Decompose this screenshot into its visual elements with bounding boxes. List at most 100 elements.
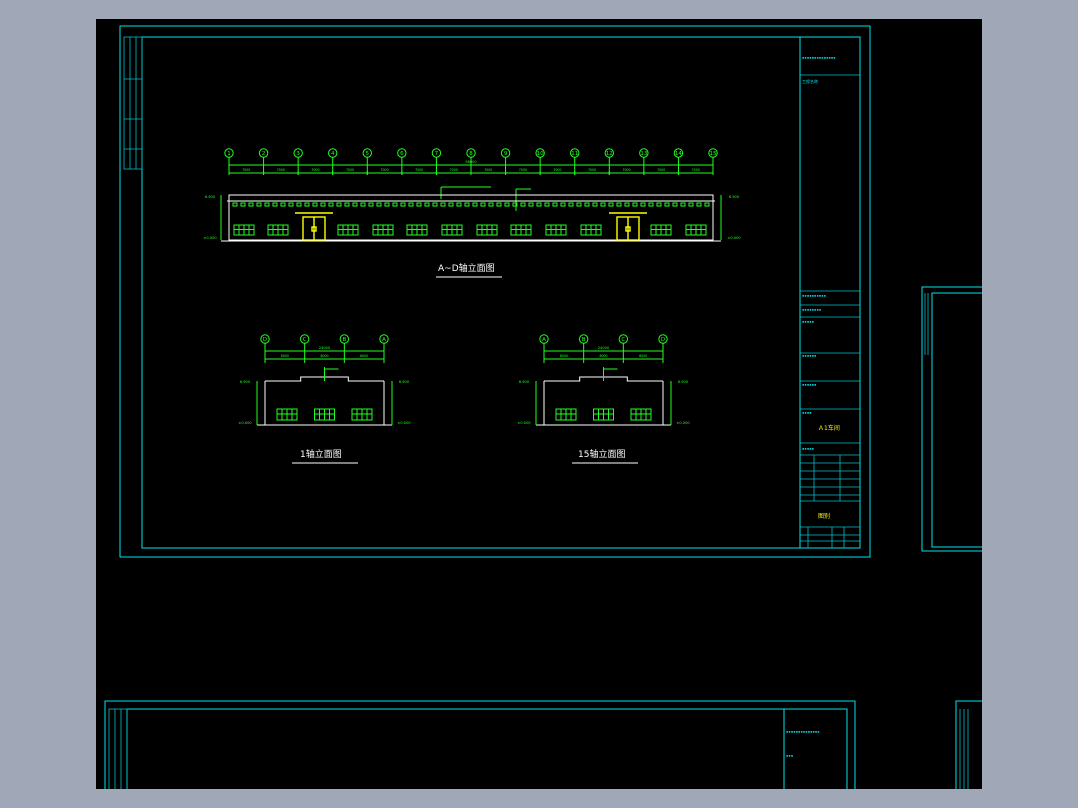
- dim-bay: 7000: [553, 168, 561, 172]
- dim-bay: 7000: [623, 168, 631, 172]
- wall-outline: [228, 194, 714, 241]
- level-ground: ±0.000: [727, 236, 741, 240]
- level-top: 6.900: [678, 380, 689, 384]
- dim-bay: 8000: [560, 354, 568, 358]
- svg-text:▪▪▪▪▪▪▪▪: ▪▪▪▪▪▪▪▪: [802, 307, 821, 312]
- axis-label: C: [621, 337, 625, 343]
- dim-bay: 7000: [311, 168, 319, 172]
- vent: [672, 202, 678, 207]
- vent: [600, 202, 606, 207]
- dim-bay: 7000: [415, 168, 423, 172]
- vent: [288, 202, 294, 207]
- vent: [440, 202, 446, 207]
- vent: [424, 202, 430, 207]
- vent: [616, 202, 622, 207]
- svg-text:▪▪▪: ▪▪▪: [786, 753, 793, 758]
- svg-text:▪▪▪▪▪▪▪▪▪▪: ▪▪▪▪▪▪▪▪▪▪: [802, 293, 826, 298]
- vent: [584, 202, 590, 207]
- dim-total: 24000: [598, 346, 609, 350]
- vent: [280, 202, 286, 207]
- vent: [232, 202, 238, 207]
- vent: [400, 202, 406, 207]
- axis-label: 12: [606, 151, 613, 157]
- end-elevation-right-caption: 15轴立面图: [578, 448, 625, 460]
- svg-text:▪▪▪▪▪▪: ▪▪▪▪▪▪: [802, 353, 816, 358]
- vent: [256, 202, 262, 207]
- svg-text:▪▪▪▪▪▪: ▪▪▪▪▪▪: [802, 382, 816, 387]
- dim-bay: 8000: [281, 354, 289, 358]
- adjacent-sheet-right: [921, 286, 982, 552]
- vent: [688, 202, 694, 207]
- axis-label: 6: [400, 151, 404, 157]
- level-ground: ±0.000: [238, 421, 252, 425]
- dim-total: 24000: [319, 346, 330, 350]
- axis-label: 15: [710, 151, 717, 157]
- vent: [304, 202, 310, 207]
- adjacent-sheet-corner: [955, 700, 982, 789]
- vent: [496, 202, 502, 207]
- vent: [512, 202, 518, 207]
- axis-label: D: [661, 337, 665, 343]
- dim-bay: 7000: [277, 168, 285, 172]
- level-ground: ±0.000: [397, 421, 411, 425]
- dim-bay: 7000: [588, 168, 596, 172]
- vent: [624, 202, 630, 207]
- sheet-frame: [119, 25, 871, 558]
- dim-total: 98000: [465, 160, 476, 164]
- dim-bay: 8000: [639, 354, 647, 358]
- vent: [456, 202, 462, 207]
- vent: [528, 202, 534, 207]
- vent: [680, 202, 686, 207]
- cad-viewport[interactable]: ▪▪▪▪▪▪▪▪▪▪▪▪▪▪ 工程名称 ▪▪▪▪▪▪▪▪▪▪ ▪▪▪▪▪▪▪▪ …: [96, 19, 982, 789]
- vent: [272, 202, 278, 207]
- vent: [352, 202, 358, 207]
- axis-label: 1: [227, 151, 231, 157]
- axis-label: B: [582, 337, 586, 343]
- level-top: 6.900: [205, 195, 216, 199]
- vent: [592, 202, 598, 207]
- vent: [368, 202, 374, 207]
- dim-bay: 7000: [519, 168, 527, 172]
- vent: [656, 202, 662, 207]
- drawing-canvas: ▪▪▪▪▪▪▪▪▪▪▪▪▪▪ 工程名称 ▪▪▪▪▪▪▪▪▪▪ ▪▪▪▪▪▪▪▪ …: [104, 25, 982, 789]
- vent: [464, 202, 470, 207]
- axis-label: 3: [296, 151, 300, 157]
- vent: [312, 202, 318, 207]
- level-top: 6.900: [240, 380, 251, 384]
- level-top: 6.900: [399, 380, 410, 384]
- vent: [344, 202, 350, 207]
- dim-bay: 7000: [381, 168, 389, 172]
- dim-bay: 7000: [450, 168, 458, 172]
- level-ground: ±0.000: [676, 421, 690, 425]
- vent: [416, 202, 422, 207]
- vent: [480, 202, 486, 207]
- axis-label: A: [542, 337, 546, 343]
- level-top: 6.900: [519, 380, 530, 384]
- svg-text:▪▪▪▪▪▪▪▪▪▪▪▪▪▪: ▪▪▪▪▪▪▪▪▪▪▪▪▪▪: [786, 729, 820, 734]
- drawing-name: Ａ1车间: [818, 424, 840, 432]
- vent: [544, 202, 550, 207]
- axis-label: 8: [469, 151, 473, 157]
- vent: [432, 202, 438, 207]
- dim-bay: 8000: [320, 354, 328, 358]
- vent: [560, 202, 566, 207]
- vent: [648, 202, 654, 207]
- vent: [696, 202, 702, 207]
- vent: [632, 202, 638, 207]
- vent: [376, 202, 382, 207]
- dim-bay: 7000: [346, 168, 354, 172]
- vent: [608, 202, 614, 207]
- vent: [392, 202, 398, 207]
- axis-label: 13: [640, 151, 647, 157]
- vent: [664, 202, 670, 207]
- vent: [320, 202, 326, 207]
- project-label: 工程名称: [802, 78, 818, 84]
- axis-label: 14: [675, 151, 682, 157]
- vent: [520, 202, 526, 207]
- dim-bay: 7000: [242, 168, 250, 172]
- dim-bay: 7000: [484, 168, 492, 172]
- svg-text:▪▪▪▪: ▪▪▪▪: [802, 410, 812, 415]
